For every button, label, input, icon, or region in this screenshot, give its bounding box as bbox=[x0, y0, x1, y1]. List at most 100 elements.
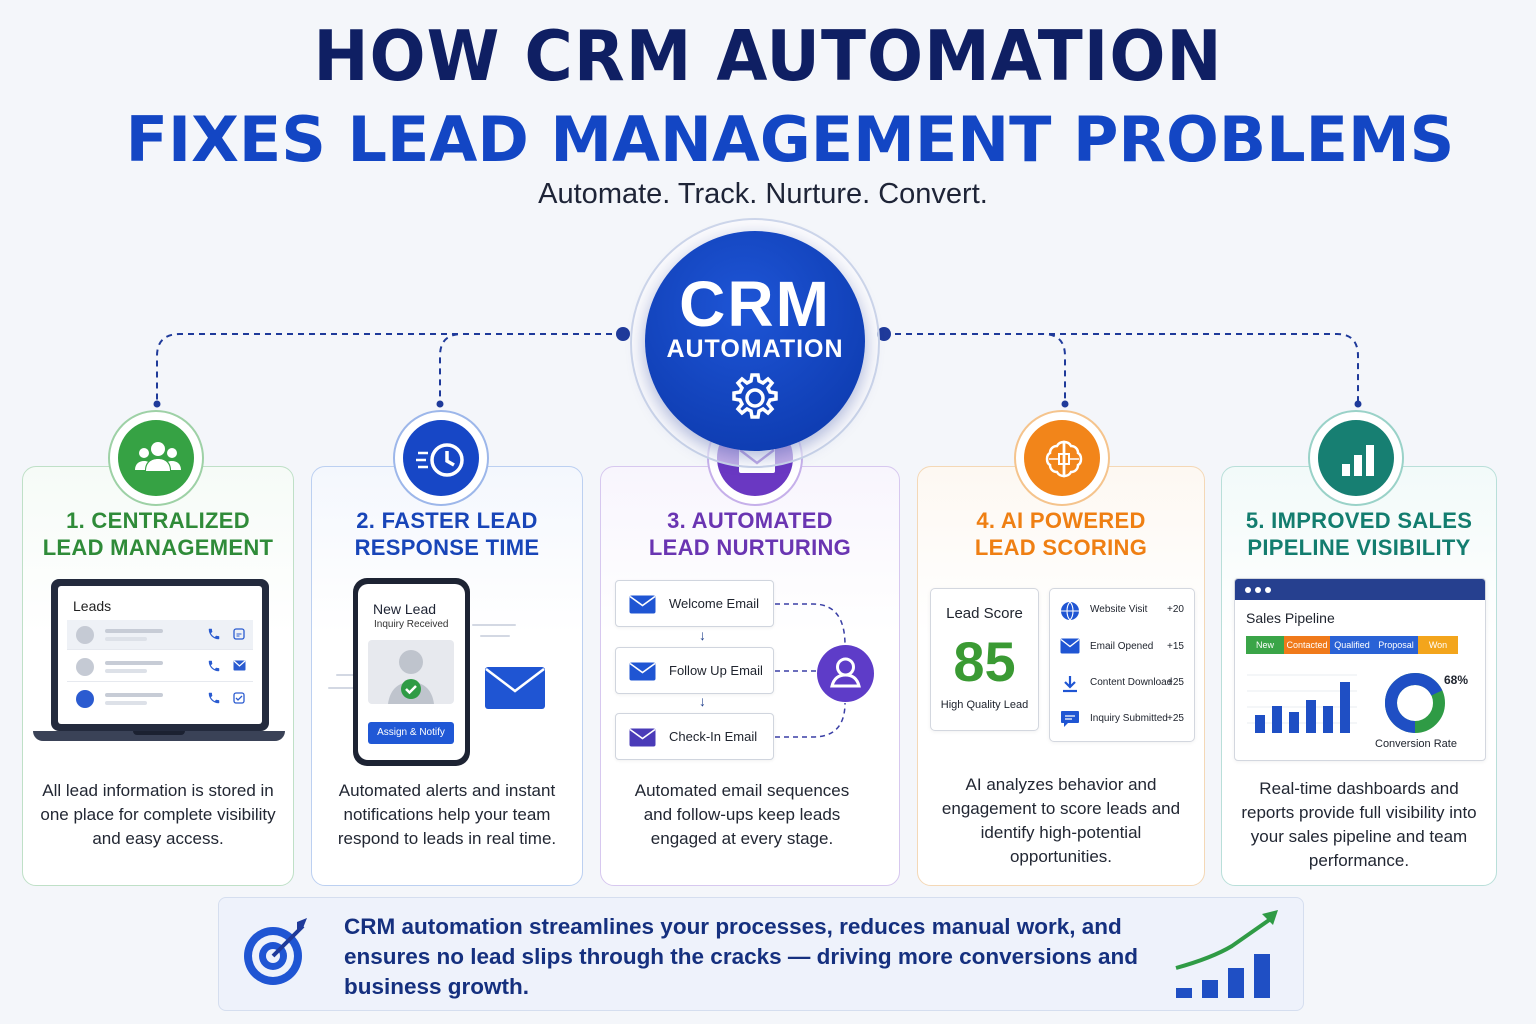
lead-score-value: 85 bbox=[953, 630, 1016, 693]
note-icon bbox=[233, 628, 245, 640]
conversion-rate-value: 68% bbox=[1444, 673, 1469, 687]
email-step-welcome[interactable]: Welcome Email bbox=[615, 580, 774, 627]
summary-text: CRM automation streamlines your processe… bbox=[344, 914, 1138, 999]
phone-mockup: New Lead Inquiry Received Assign & Notif… bbox=[353, 578, 470, 766]
envelope-icon bbox=[629, 595, 656, 614]
pipeline-bar bbox=[1340, 682, 1350, 733]
lead-score-label: Lead Score bbox=[946, 605, 1023, 622]
laptop-base bbox=[33, 731, 285, 741]
connector-node-left bbox=[616, 327, 630, 341]
card-ai-powered-lead-scoring: 4. AI POWERED LEAD SCORING Lead Score 85… bbox=[917, 466, 1205, 886]
connector-to-card-2 bbox=[439, 333, 623, 404]
card-automated-lead-nurturing: 3. AUTOMATED LEAD NURTURING Welcome Emai… bbox=[600, 466, 900, 886]
conversion-rate-label: Conversion Rate bbox=[1375, 738, 1457, 750]
connector-to-card-1 bbox=[156, 333, 623, 404]
card-2-title: 2. FASTER LEAD RESPONSE TIME bbox=[354, 508, 540, 560]
lead-row bbox=[67, 684, 253, 714]
card-1-title: 1. CENTRALIZED LEAD MANAGEMENT bbox=[42, 508, 274, 560]
card-improved-pipeline-visibility: 5. IMPROVED SALES PIPELINE VISIBILITY Sa… bbox=[1221, 466, 1497, 886]
lead-quality-label: High Quality Lead bbox=[940, 699, 1029, 711]
connector-to-card-5 bbox=[884, 333, 1359, 404]
card-3-description: Automated email sequences and follow-ups… bbox=[634, 781, 850, 848]
lead-score-panel: Lead Score 85 High Quality Lead bbox=[930, 588, 1039, 731]
card-5-description: Real-time dashboards and reports provide… bbox=[1241, 779, 1477, 870]
envelope-icon bbox=[485, 667, 545, 709]
hub-subtitle: AUTOMATION bbox=[666, 335, 844, 363]
pipeline-bar bbox=[1323, 706, 1333, 733]
tagline: Automate. Track. Nurture. Convert. bbox=[538, 178, 988, 210]
gear-icon bbox=[732, 373, 778, 419]
conversion-donut-chart bbox=[1385, 673, 1445, 733]
email-flow-lines bbox=[775, 603, 846, 738]
donut-conversion-slice bbox=[1385, 673, 1445, 733]
card-4-title: 4. AI POWERED LEAD SCORING bbox=[974, 508, 1148, 560]
card-2-description: Automated alerts and instant notificatio… bbox=[337, 781, 557, 848]
activity-row: Inquiry Submitted +25 bbox=[1050, 701, 1194, 737]
envelope-icon bbox=[629, 662, 656, 681]
phone-icon bbox=[208, 692, 220, 704]
growth-chart-icon bbox=[1175, 910, 1278, 998]
lead-row bbox=[67, 620, 253, 650]
envelope-icon bbox=[1060, 638, 1080, 654]
pipeline-stage-new: New bbox=[1246, 636, 1284, 654]
ai-brain-icon bbox=[1045, 440, 1083, 478]
phone-icon bbox=[208, 660, 220, 672]
card-faster-lead-response: 2. FASTER LEAD RESPONSE TIME New Lead In… bbox=[311, 466, 583, 886]
activity-row: Email Opened +15 bbox=[1050, 629, 1194, 665]
card-4-description: AI analyzes behavior and engagement to s… bbox=[941, 775, 1181, 866]
pipeline-stage-qualified: Qualified bbox=[1330, 636, 1374, 654]
bar-chart-icon-badge bbox=[1308, 410, 1404, 506]
email-step-follow-up[interactable]: Follow Up Email bbox=[615, 647, 774, 694]
users-icon-badge bbox=[108, 410, 204, 506]
check-box-icon bbox=[233, 692, 245, 704]
pipeline-bar bbox=[1306, 700, 1316, 733]
connector-to-card-4 bbox=[884, 333, 1066, 404]
card-5-title: 5. IMPROVED SALES PIPELINE VISIBILITY bbox=[1245, 508, 1473, 560]
crm-automation-hub: CRM AUTOMATION bbox=[645, 231, 865, 451]
main-title-line-1: HOW CRM AUTOMATION bbox=[313, 16, 1223, 97]
inquiry-received-label: Inquiry Received bbox=[374, 619, 449, 630]
laptop-mockup: Leads bbox=[51, 579, 269, 731]
card-3-title: 3. AUTOMATED LEAD NURTURING bbox=[648, 508, 852, 560]
activity-row: Content Download +25 bbox=[1050, 665, 1194, 701]
download-icon bbox=[1063, 676, 1077, 693]
lead-avatar bbox=[368, 640, 454, 704]
fast-clock-icon-badge bbox=[393, 410, 489, 506]
arrow-down-icon: ↓ bbox=[699, 627, 706, 643]
envelope-icon bbox=[629, 728, 656, 747]
card-1-description: All lead information is stored in one pl… bbox=[40, 781, 276, 848]
email-step-check-in[interactable]: Check-In Email bbox=[615, 713, 774, 760]
ai-brain-icon-badge bbox=[1014, 410, 1110, 506]
new-lead-title: New Lead bbox=[373, 601, 437, 617]
arrow-down-icon: ↓ bbox=[699, 693, 706, 709]
chat-icon bbox=[1061, 711, 1079, 727]
fast-clock-icon bbox=[416, 443, 464, 477]
pipeline-stage-won: Won bbox=[1418, 636, 1458, 654]
summary-banner: CRM automation streamlines your processe… bbox=[218, 897, 1304, 1011]
main-title-line-2: FIXES LEAD MANAGEMENT PROBLEMS bbox=[125, 103, 1455, 176]
pipeline-stage-contacted: Contacted bbox=[1284, 636, 1330, 654]
connector-node-right bbox=[877, 327, 891, 341]
pipeline-bar bbox=[1255, 715, 1265, 733]
user-icon bbox=[817, 645, 874, 702]
window-title-bar bbox=[1235, 579, 1485, 600]
pipeline-bar bbox=[1272, 706, 1282, 733]
leads-list-title: Leads bbox=[73, 598, 112, 614]
pipeline-stage-proposal: Proposal bbox=[1374, 636, 1418, 654]
assign-notify-button[interactable]: Assign & Notify bbox=[368, 722, 454, 744]
target-icon bbox=[244, 918, 307, 985]
activity-row: Website Visit +20 bbox=[1050, 592, 1194, 628]
card-centralized-lead-management: 1. CENTRALIZED LEAD MANAGEMENT Leads All… bbox=[22, 466, 294, 886]
sales-pipeline-title: Sales Pipeline bbox=[1246, 610, 1335, 626]
phone-icon bbox=[208, 628, 220, 640]
lead-row bbox=[67, 652, 253, 682]
pipeline-bar bbox=[1289, 712, 1299, 733]
hub-title: CRM bbox=[679, 268, 831, 340]
users-icon bbox=[135, 442, 181, 471]
envelope-icon bbox=[233, 660, 246, 671]
globe-icon bbox=[1061, 601, 1079, 621]
bar-chart bbox=[1247, 674, 1357, 733]
activity-points-panel: Website Visit +20 Email Opened +15 Conte… bbox=[1049, 588, 1195, 742]
